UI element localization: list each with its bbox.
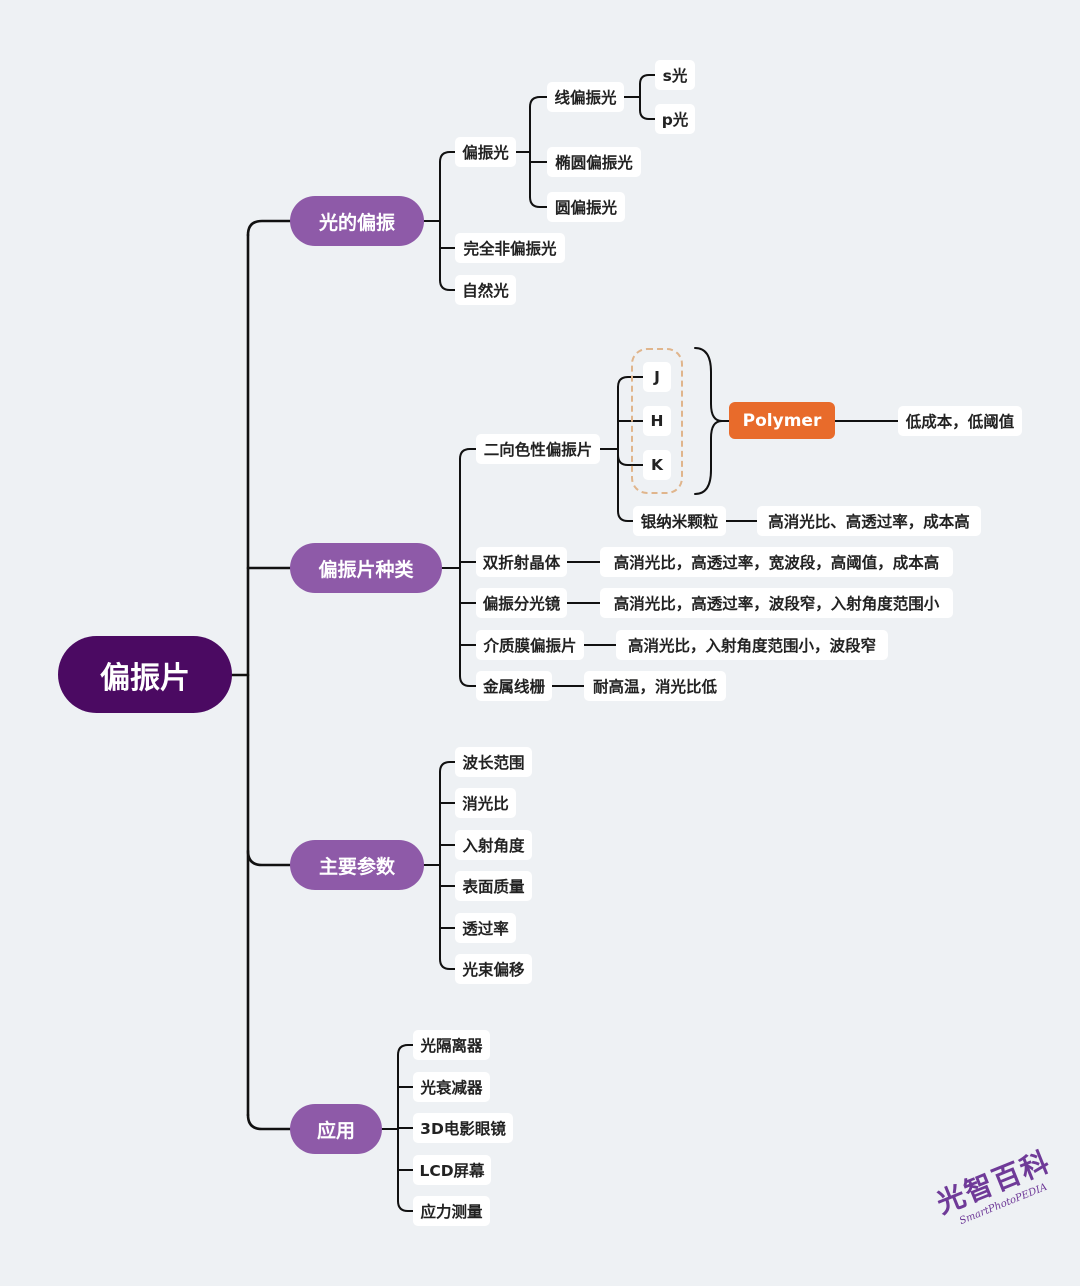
topic-j[interactable]: J <box>643 362 671 392</box>
topic-dielectric-polarizer[interactable]: 介质膜偏振片 <box>476 630 584 660</box>
topic-param-item[interactable]: 表面质量 <box>455 871 532 901</box>
topic-linear-polarized[interactable]: 线偏振光 <box>547 82 624 112</box>
topic-p-light[interactable]: p光 <box>655 104 695 134</box>
topic-silver-nanoparticles[interactable]: 银纳米颗粒 <box>633 506 726 536</box>
topic-beamsplitter-note[interactable]: 高消光比，高透过率，波段窄，入射角度范围小 <box>600 588 953 618</box>
topic-unpolarized[interactable]: 完全非偏振光 <box>455 233 565 263</box>
topic-polarizing-beamsplitter[interactable]: 偏振分光镜 <box>476 588 567 618</box>
topic-dichroic-polarizer[interactable]: 二向色性偏振片 <box>476 434 600 464</box>
topic-polymer[interactable]: Polymer <box>729 402 835 439</box>
topic-param-item[interactable]: 光束偏移 <box>455 954 532 984</box>
topic-h[interactable]: H <box>643 406 671 436</box>
topic-param-item[interactable]: 消光比 <box>455 788 516 818</box>
topic-application-item[interactable]: LCD屏幕 <box>413 1155 491 1185</box>
topic-natural-light[interactable]: 自然光 <box>455 275 516 305</box>
topic-elliptical-polarized[interactable]: 椭圆偏振光 <box>547 147 641 177</box>
topic-s-light[interactable]: s光 <box>655 60 695 90</box>
topic-polarizer-types[interactable]: 偏振片种类 <box>290 543 442 593</box>
topic-k[interactable]: K <box>643 450 671 480</box>
topic-silver-note[interactable]: 高消光比、高透过率，成本高 <box>757 506 981 536</box>
topic-application-item[interactable]: 应力测量 <box>413 1196 490 1226</box>
topic-polarized-light[interactable]: 偏振光 <box>455 137 516 167</box>
topic-param-item[interactable]: 波长范围 <box>455 747 532 777</box>
topic-birefringent-note[interactable]: 高消光比，高透过率，宽波段，高阈值，成本高 <box>600 547 953 577</box>
topic-application-item[interactable]: 光隔离器 <box>413 1030 490 1060</box>
topic-application-item[interactable]: 光衰减器 <box>413 1072 490 1102</box>
topic-light-polarization[interactable]: 光的偏振 <box>290 196 424 246</box>
root-topic[interactable]: 偏振片 <box>58 636 232 713</box>
topic-param-item[interactable]: 入射角度 <box>455 830 532 860</box>
topic-applications[interactable]: 应用 <box>290 1104 382 1154</box>
topic-birefringent-crystal[interactable]: 双折射晶体 <box>476 547 567 577</box>
topic-wire-grid[interactable]: 金属线栅 <box>476 671 552 701</box>
topic-main-parameters[interactable]: 主要参数 <box>290 840 424 890</box>
topic-param-item[interactable]: 透过率 <box>455 913 516 943</box>
dashed-group-boundary <box>631 348 683 494</box>
topic-wire-grid-note[interactable]: 耐高温，消光比低 <box>584 671 726 701</box>
topic-polymer-note[interactable]: 低成本，低阈值 <box>898 406 1022 436</box>
topic-circular-polarized[interactable]: 圆偏振光 <box>547 192 625 222</box>
topic-dielectric-note[interactable]: 高消光比，入射角度范围小，波段窄 <box>616 630 888 660</box>
topic-application-item[interactable]: 3D电影眼镜 <box>413 1113 513 1143</box>
